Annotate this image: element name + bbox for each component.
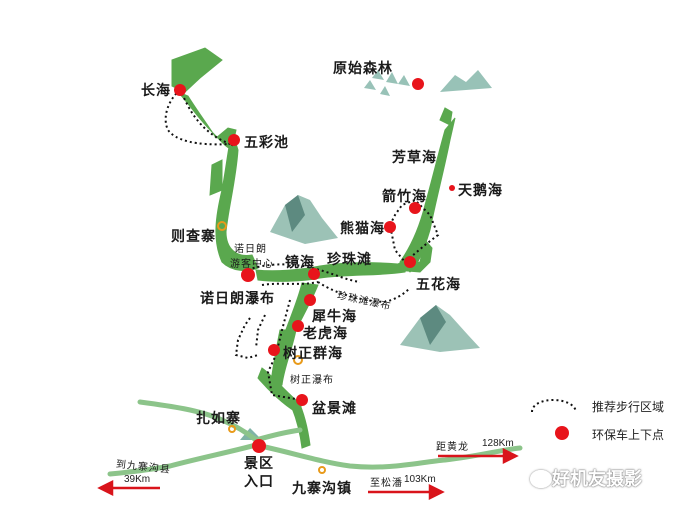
label-xiniuhai: 犀牛海 (312, 309, 357, 325)
stop-changhai[interactable] (174, 84, 186, 96)
mountain-illustration-lower-right (400, 305, 480, 352)
legend (531, 399, 577, 440)
marker-shuzheng-falls (293, 355, 303, 365)
stop-wuhuahai[interactable] (404, 256, 416, 268)
mountain-illustration-top-right (364, 70, 492, 96)
stop-entrance[interactable] (252, 439, 266, 453)
stop-laohuhai[interactable] (292, 320, 304, 332)
stop-xiniuhai[interactable] (304, 294, 316, 306)
label-entrance-2: 入口 (244, 474, 274, 490)
distance-county: 39Km (124, 474, 151, 485)
label-wucaichi: 五彩池 (244, 135, 289, 151)
label-jinghai: 镜海 (285, 255, 315, 271)
label-penjingtan: 盆景滩 (312, 401, 357, 417)
label-xiongmaohai: 熊猫海 (340, 221, 385, 237)
label-laohuhai: 老虎海 (303, 326, 348, 342)
label-shuzhengqunhai: 树正群海 (283, 346, 343, 362)
label-zharuzhai: 扎如寨 (196, 411, 241, 427)
watermark-text: 好机友摄影 (552, 469, 642, 490)
label-tianehai: 天鹅海 (458, 183, 503, 199)
label-to-songpan: 至松潘 (370, 478, 403, 489)
stop-nuorilang[interactable] (241, 268, 255, 282)
legend-trail-icon (531, 399, 577, 413)
label-wuhuahai: 五花海 (416, 277, 461, 293)
stop-shuzhengqunhai[interactable] (268, 344, 280, 356)
label-nuorilang-falls: 诺日朗瀑布 (200, 291, 275, 307)
scenic-markers (217, 221, 326, 474)
label-yuanshisenlin: 原始森林 (333, 61, 393, 77)
stop-jianzhuhai[interactable] (409, 202, 421, 214)
stop-yuanshisenlin[interactable] (412, 78, 424, 90)
distance-songpan: 103Km (404, 474, 436, 485)
stop-wucaichi[interactable] (228, 134, 240, 146)
stop-jinghai[interactable] (308, 268, 320, 280)
stop-tianehai[interactable] (449, 185, 455, 191)
label-zechazhai: 则查寨 (171, 229, 216, 245)
marker-town (318, 466, 326, 474)
label-changhai: 长海 (141, 83, 171, 99)
mountain-illustration-center (270, 195, 338, 244)
marker-zechazhai (217, 221, 227, 231)
bus-stops (174, 78, 455, 453)
stop-xiongmaohai[interactable] (384, 221, 396, 233)
legend-stop-icon (555, 426, 569, 440)
wechat-icon (530, 470, 552, 488)
stop-penjingtan[interactable] (296, 394, 308, 406)
roads (107, 399, 523, 477)
label-shuzheng-falls: 树正瀑布 (290, 375, 334, 386)
label-jianzhuhai: 箭竹海 (382, 189, 427, 205)
label-jiuzhaigou-town: 九寨沟镇 (292, 481, 352, 497)
walking-trails (164, 88, 440, 401)
legend-walking-area: 推荐步行区域 (592, 400, 665, 414)
valley-river (171, 47, 456, 449)
label-zhenzhutan: 珍珠滩 (327, 252, 372, 268)
label-entrance-1: 景区 (244, 456, 274, 472)
legend-bus-stop: 环保车上下点 (592, 428, 665, 442)
marker-zharuzhai (228, 425, 236, 433)
arrows (97, 447, 519, 501)
distance-huanglong: 128Km (482, 438, 514, 449)
label-to-huanglong: 距黄龙 (436, 442, 469, 453)
label-fangcaohai: 芳草海 (392, 150, 437, 166)
label-nuorilang-center-1: 诺日朗 (234, 244, 267, 255)
label-nuorilang-center-2: 游客中心 (230, 259, 274, 270)
